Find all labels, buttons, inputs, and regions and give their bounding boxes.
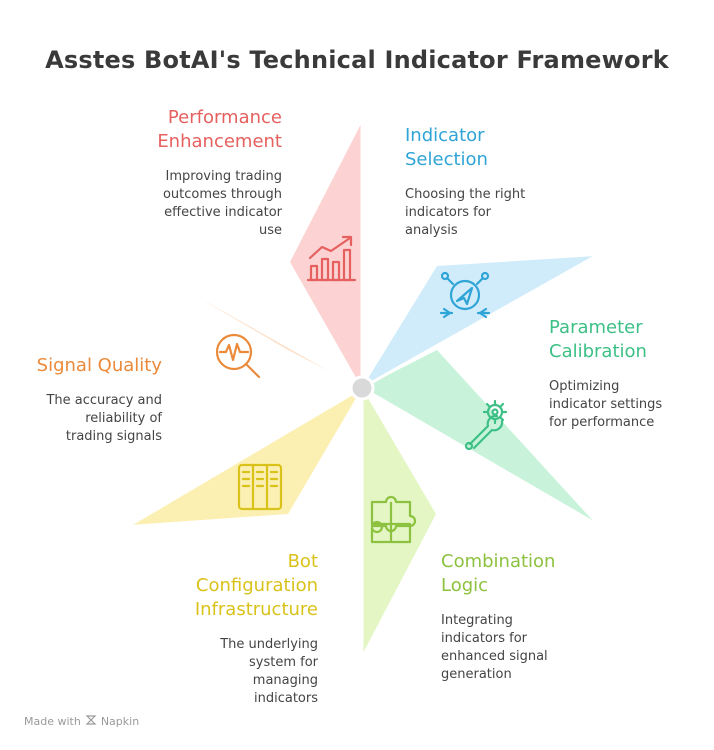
segment-heading: Signal Quality [36,355,162,376]
blade-parameter [362,350,596,524]
center-hub [349,375,375,401]
napkin-brand: Napkin [100,715,140,728]
navigation-target-icon [439,271,491,319]
made-with-label: Made with [24,715,81,728]
chart-arrow-icon [306,235,357,282]
napkin-logo-icon [85,714,97,729]
page-title: Asstes BotAI's Technical Indicator Frame… [45,46,669,74]
server-rack-icon [237,463,283,511]
puzzle-icon [370,495,417,544]
made-with-napkin-footer[interactable]: Made with Napkin [24,714,139,729]
blade-performance [290,122,362,388]
blade-combination [362,388,436,655]
wrench-gear-icon [464,399,508,451]
magnifier-wave-icon [215,333,261,379]
